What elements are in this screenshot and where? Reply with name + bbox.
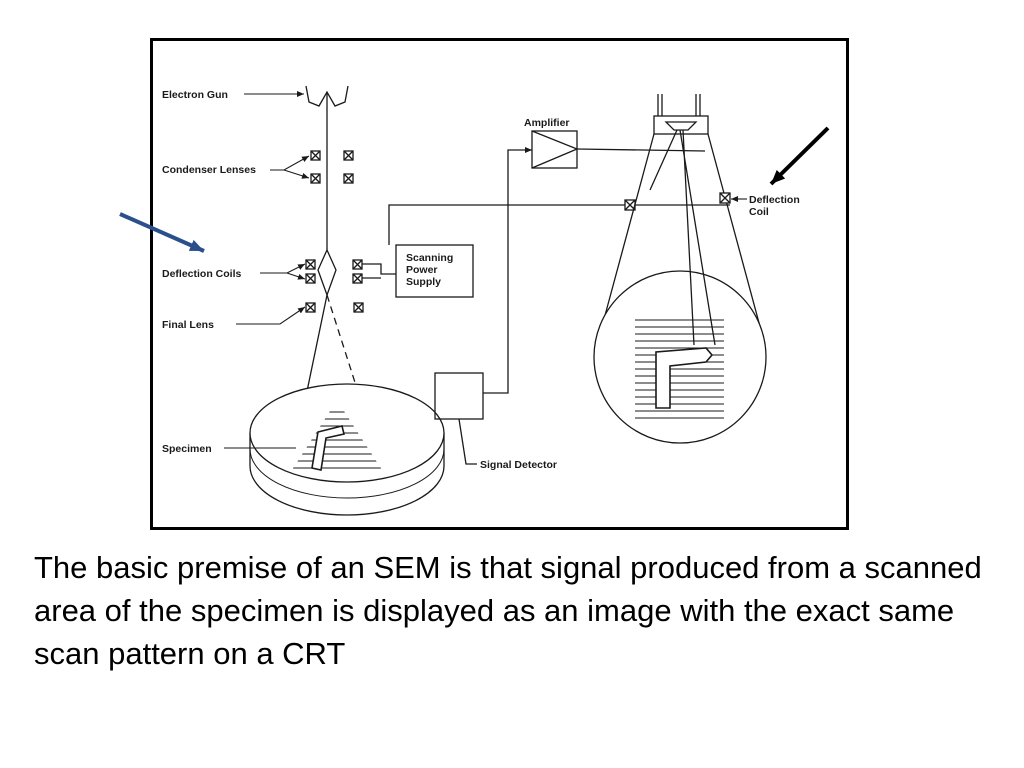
crt-deflection-coil [719,192,731,204]
sem-schematic-diagram: Electron Gun Condenser Lenses Deflection… [119,85,830,516]
label-amplifier: Amplifier [524,117,570,129]
specimen-stage [249,383,445,516]
final-lens-coils [305,302,364,313]
scanning-power-supply-box [395,244,474,298]
crt-screen-feature [655,347,714,409]
condenser-lens-coils [310,150,354,184]
power-supply-wires [362,204,730,279]
label-deflection-coil-line1: Deflection [749,194,800,206]
amplifier-box [531,130,579,169]
label-scanning-power-supply-line3: Supply [406,276,441,288]
label-leaders [224,91,747,449]
specimen-feature [311,425,345,471]
label-scanning-power-supply-line2: Power [406,264,438,276]
detector-pointer [458,418,477,465]
label-scanning-power-supply-line1: Scanning [406,252,453,264]
label-deflection-coil-line2: Coil [749,206,769,218]
crt-screen-scan-lines [635,319,724,419]
label-electron-gun: Electron Gun [162,89,228,101]
deflection-coils-column [305,259,363,284]
label-final-lens: Final Lens [162,319,214,331]
crt-tube [593,94,767,444]
amplifier-output-wire [576,148,706,152]
signal-wire [483,147,532,394]
beam-deflection-diamond [317,248,337,297]
blue-highlight-arrow [119,212,205,253]
label-deflection-coils: Deflection Coils [162,268,242,280]
slide-caption: The basic premise of an SEM is that sign… [34,550,982,671]
black-highlight-arrow [769,126,830,186]
label-signal-detector: Signal Detector [480,459,557,471]
label-condenser-lenses: Condenser Lenses [162,164,256,176]
signal-detector-box [434,372,484,420]
label-specimen: Specimen [162,443,212,455]
